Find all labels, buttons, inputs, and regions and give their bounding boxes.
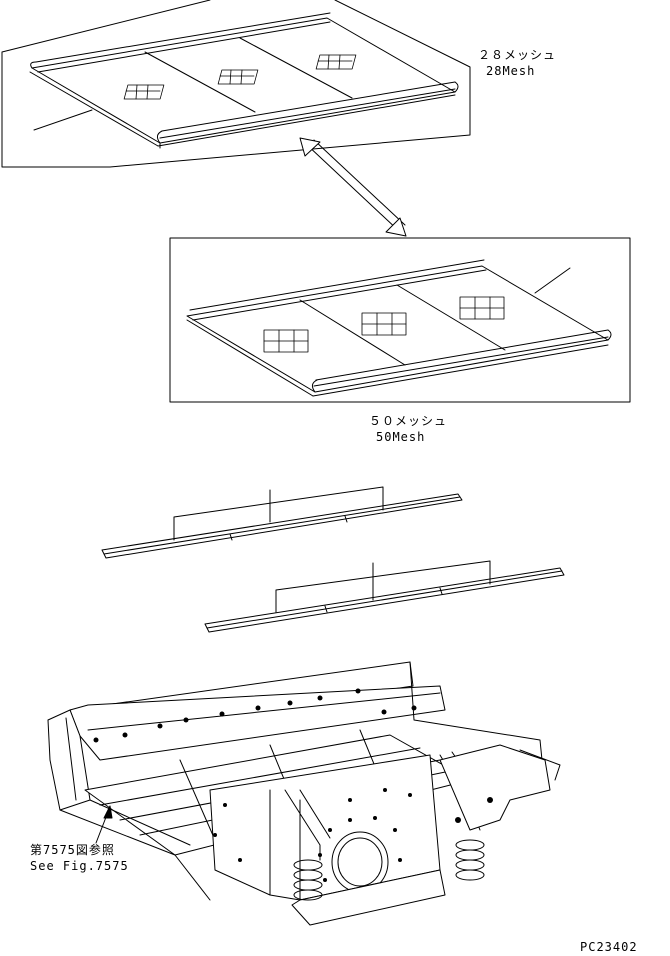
spring-left	[293, 859, 323, 901]
label-50-mesh-en: 50Mesh	[376, 430, 426, 444]
clamp-rail-2	[204, 560, 565, 633]
screen-panel-50-mesh	[169, 237, 631, 403]
label-ref-fig-jp: 第7575図参照	[30, 843, 115, 857]
clamp-rail-1	[101, 486, 463, 559]
label-50-mesh-jp: ５０メッシュ	[369, 414, 448, 428]
spring-right	[455, 839, 485, 881]
label-ref-fig-en: See Fig.7575	[30, 859, 129, 873]
label-28-mesh-en: 28Mesh	[486, 64, 536, 78]
screen-panel-28-mesh	[1, 0, 471, 168]
interchange-arrow	[299, 137, 407, 237]
label-28-mesh-jp: ２８メッシュ	[478, 48, 557, 62]
vibrating-screen-frame	[47, 661, 561, 926]
drawing-code: PC23402	[580, 940, 638, 954]
